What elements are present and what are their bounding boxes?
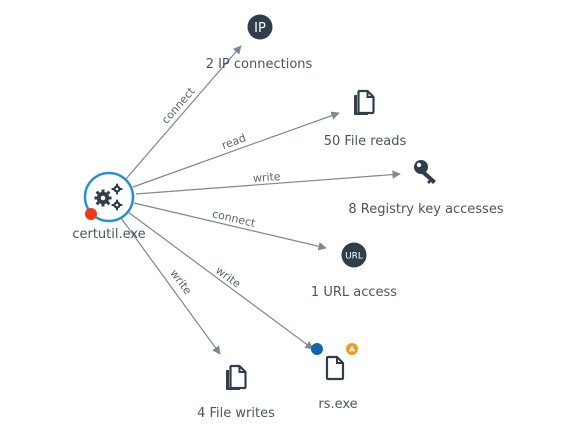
edge-registry: [135, 170, 401, 195]
file-reads-label: 50 File reads: [324, 134, 407, 149]
file-stack-icon: [226, 364, 247, 390]
edge-label-registry: write: [253, 170, 282, 185]
rs-exe-node[interactable]: rs.exe: [311, 343, 358, 412]
warning-icon: [346, 343, 358, 355]
edge-label-file-writes: write: [167, 267, 194, 297]
file-reads-node[interactable]: 50 File reads: [324, 89, 407, 149]
file-icon: [325, 355, 345, 381]
file-writes-node[interactable]: 4 File writes: [197, 364, 275, 421]
edges: [120, 45, 401, 355]
edge-ip: [124, 45, 242, 181]
process-node-certutil[interactable]: certutil.exe: [72, 171, 146, 242]
process-label: certutil.exe: [72, 227, 145, 242]
registry-node[interactable]: 8 Registry key accesses: [348, 160, 504, 217]
url-icon-text: URL: [345, 252, 363, 262]
edge-url: [133, 202, 327, 251]
ip-connections-node[interactable]: IP 2 IP connections: [206, 14, 313, 73]
status-dot-icon: [85, 208, 97, 220]
edge-file-writes: [120, 217, 221, 355]
key-icon: [414, 160, 436, 184]
url-icon: [341, 242, 367, 268]
ip-connections-label: 2 IP connections: [206, 57, 313, 72]
edge-label-ip: connect: [159, 84, 198, 126]
edge-rs: [127, 211, 314, 350]
url-access-node[interactable]: URL 1 URL access: [311, 242, 397, 301]
edge-file-reads: [132, 111, 340, 188]
file-writes-label: 4 File writes: [197, 406, 275, 421]
file-stack-icon: [354, 89, 375, 115]
ip-icon-text: IP: [254, 21, 266, 36]
registry-label: 8 Registry key accesses: [348, 202, 503, 217]
url-access-label: 1 URL access: [311, 285, 397, 300]
gears-icon: [94, 183, 123, 211]
rs-exe-label: rs.exe: [318, 397, 357, 412]
edge-label-file-reads: read: [220, 131, 248, 152]
status-dot-icon: [311, 343, 323, 355]
ip-icon: [247, 14, 273, 40]
